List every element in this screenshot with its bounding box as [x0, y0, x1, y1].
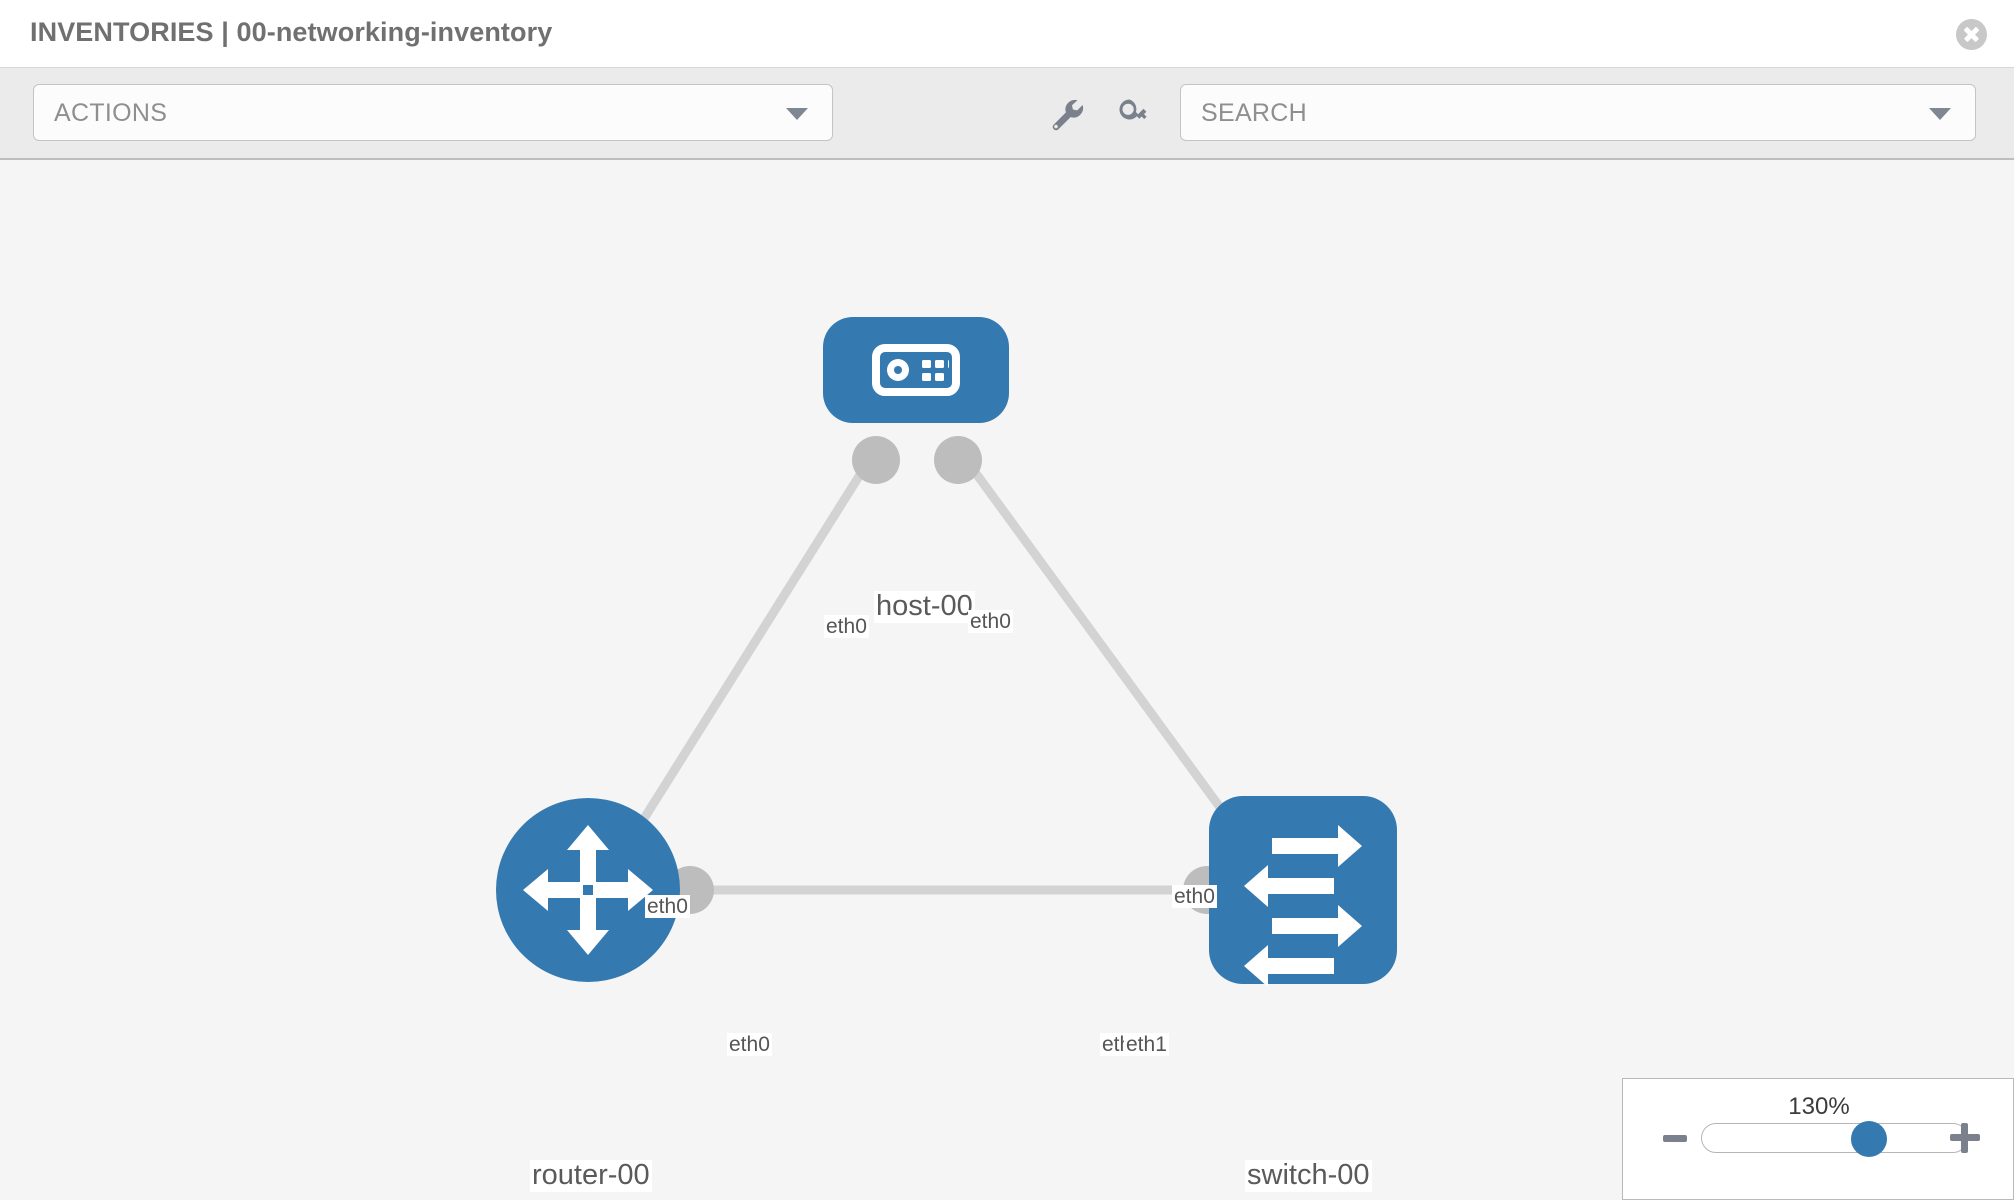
title-bar: INVENTORIES | 00-networking-inventory: [0, 0, 2014, 68]
router-arrows-icon: [523, 825, 653, 955]
topology-node-router-00: [496, 798, 680, 982]
actions-dropdown-label: ACTIONS: [54, 99, 168, 127]
zoom-out-button[interactable]: [1663, 1135, 1687, 1142]
connector-host00-left: [852, 436, 900, 484]
link-host00-switch00: [952, 443, 1242, 835]
key-icon[interactable]: [1115, 95, 1153, 133]
connector-host00-right: [934, 436, 982, 484]
topology-canvas[interactable]: host-00 router-00 switch-00 eth0 eth0 et…: [0, 160, 2014, 1200]
zoom-in-button[interactable]: [1950, 1123, 1980, 1153]
chevron-down-icon: [1929, 108, 1951, 120]
node-label-router-00: router-00: [530, 1159, 652, 1192]
chevron-down-icon: [786, 108, 808, 120]
page-title: INVENTORIES | 00-networking-inventory: [30, 17, 553, 47]
zoom-slider-track[interactable]: [1701, 1121, 1968, 1157]
wrench-icon[interactable]: [1047, 95, 1085, 133]
node-label-host-00: host-00: [874, 590, 975, 623]
server-icon: [872, 344, 960, 396]
search-input[interactable]: SEARCH: [1180, 84, 1976, 141]
zoom-control-panel: 130%: [1622, 1078, 2014, 1200]
search-placeholder: SEARCH: [1201, 99, 1307, 127]
topology-graph: [496, 317, 1397, 987]
actions-dropdown[interactable]: ACTIONS: [33, 84, 833, 141]
topology-node-host-00: [823, 317, 1009, 423]
iface-label-switch00-left-eth1: eth1: [1124, 1033, 1169, 1057]
iface-label-host00-left: eth0: [824, 615, 869, 639]
node-label-switch-00: switch-00: [1245, 1159, 1372, 1192]
switch-arrows-icon: [1244, 825, 1362, 987]
topology-links: [614, 443, 1242, 895]
zoom-slider-thumb[interactable]: [1850, 1121, 1887, 1157]
iface-label-router00-up: eth0: [645, 895, 690, 919]
link-host00-router00: [614, 443, 882, 863]
zoom-level-label: 130%: [1788, 1093, 1850, 1120]
iface-label-router00-right: eth0: [727, 1033, 772, 1057]
iface-label-host00-right: eth0: [968, 610, 1013, 634]
topology-connectors: [666, 436, 1266, 914]
close-icon[interactable]: [1956, 19, 1987, 50]
iface-label-switch00-up: eth0: [1172, 885, 1217, 909]
topology-node-switch-00: [1209, 796, 1397, 987]
toolbar: ACTIONS SEARCH: [0, 68, 2014, 160]
